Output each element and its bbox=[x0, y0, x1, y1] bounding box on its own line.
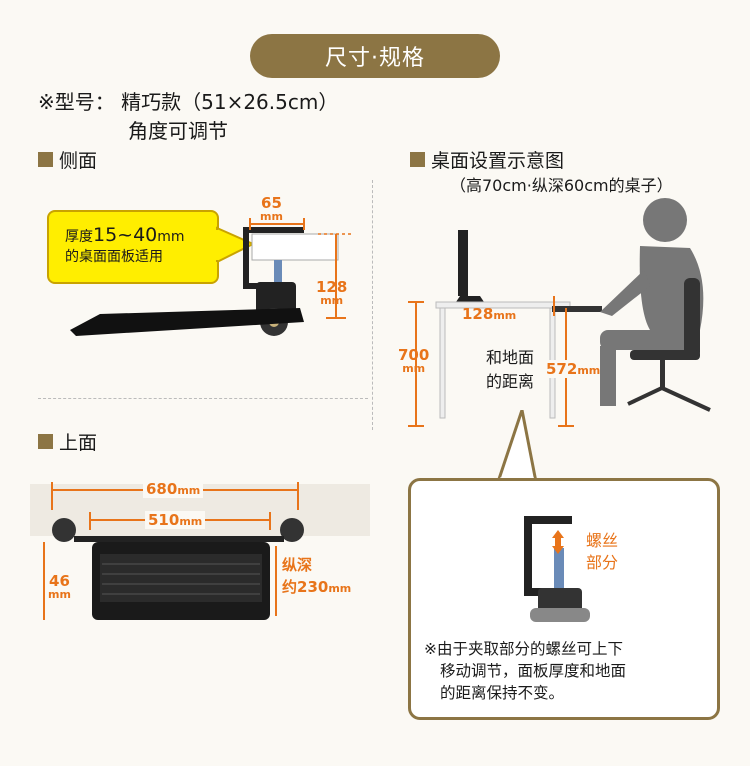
desk-heading-label: 桌面设置示意图 bbox=[431, 150, 565, 172]
square-bullet-icon bbox=[38, 434, 53, 449]
top-heading: 上面 bbox=[38, 428, 97, 455]
tray-height-value: 46 bbox=[49, 572, 70, 590]
side-height-value: 128 bbox=[316, 278, 348, 296]
floor-distance-label: 和地面 的距离 bbox=[486, 346, 534, 394]
screw-label-2: 部分 bbox=[586, 553, 619, 572]
side-width-unit: mm bbox=[260, 210, 283, 223]
floor-label-2: 的距离 bbox=[486, 372, 535, 391]
divider-horizontal bbox=[38, 398, 368, 399]
divider-vertical bbox=[372, 180, 373, 430]
table-height-value: 700 bbox=[398, 346, 430, 364]
inner-width-unit: mm bbox=[179, 515, 203, 528]
offset-unit: mm bbox=[493, 309, 517, 322]
square-bullet-icon bbox=[410, 152, 425, 167]
inner-width-dim: 510mm bbox=[145, 511, 206, 529]
floor-distance-dim: 572mm bbox=[546, 360, 601, 378]
depth-label: 纵深 bbox=[282, 556, 313, 574]
inner-width-value: 510 bbox=[148, 511, 180, 529]
note-line-2: 移动调节，面板厚度和地面 bbox=[440, 662, 627, 680]
side-heading-label: 侧面 bbox=[59, 150, 98, 172]
screw-detail-illustration bbox=[524, 516, 590, 622]
callout-range: 15~40 bbox=[93, 224, 158, 246]
top-heading-label: 上面 bbox=[59, 432, 98, 454]
desk-setup-illustration bbox=[408, 198, 711, 427]
offset-value: 128 bbox=[462, 305, 494, 323]
side-width-dim: 65 mm bbox=[260, 196, 283, 224]
tray-height-unit: mm bbox=[48, 588, 71, 601]
side-view-illustration bbox=[70, 218, 354, 336]
note-line-1: ※由于夹取部分的螺丝可上下 bbox=[424, 640, 623, 658]
floor-label-1: 和地面 bbox=[486, 348, 535, 367]
depth-prefix: 约 bbox=[282, 578, 298, 596]
bubble-pointer bbox=[495, 410, 538, 484]
outer-width-dim: 680mm bbox=[143, 480, 204, 498]
callout-text-b: 的桌面面板适用 bbox=[65, 249, 163, 265]
outer-width-value: 680 bbox=[146, 480, 178, 498]
side-height-dim: 128 mm bbox=[316, 280, 347, 308]
banner-title: 尺寸·规格 bbox=[325, 46, 425, 71]
screw-label-1: 螺丝 bbox=[586, 531, 619, 550]
callout-unit: mm bbox=[157, 229, 185, 245]
callout-text-a: 厚度 bbox=[65, 229, 93, 245]
table-height-unit: mm bbox=[402, 362, 426, 375]
floor-distance-unit: mm bbox=[577, 364, 601, 377]
floor-distance-value: 572 bbox=[546, 360, 578, 378]
screw-label: 螺丝 部分 bbox=[586, 530, 618, 574]
depth-unit: mm bbox=[328, 582, 352, 595]
depth-value: 230 bbox=[297, 578, 329, 596]
thickness-callout: 厚度15~40mm 的桌面面板适用 bbox=[47, 210, 219, 284]
section-banner: 尺寸·规格 bbox=[250, 34, 500, 78]
side-width-value: 65 bbox=[261, 194, 282, 212]
desk-subheading: （高70cm·纵深60cm的桌子） bbox=[450, 176, 673, 195]
side-heading: 侧面 bbox=[38, 146, 97, 173]
side-height-unit: mm bbox=[320, 294, 344, 307]
model-feature: 角度可调节 bbox=[128, 119, 228, 143]
depth-dim: 纵深 约230mm bbox=[282, 554, 351, 600]
table-height-dim: 700 mm bbox=[398, 348, 429, 376]
square-bullet-icon bbox=[38, 152, 53, 167]
model-info: ※型号： 精巧款（51×26.5cm） 角度可调节 bbox=[38, 88, 338, 146]
desk-heading: 桌面设置示意图 bbox=[410, 146, 564, 173]
note-line-3: 的距离保持不变。 bbox=[440, 684, 565, 702]
outer-width-unit: mm bbox=[177, 484, 201, 497]
model-line: ※型号： 精巧款（51×26.5cm） bbox=[38, 90, 339, 114]
callout-pointer bbox=[215, 226, 255, 262]
offset-dim: 128mm bbox=[462, 305, 516, 323]
tray-height-dim: 46 mm bbox=[48, 574, 71, 602]
adjust-note: ※由于夹取部分的螺丝可上下 移动调节，面板厚度和地面 的距离保持不变。 bbox=[424, 638, 626, 704]
